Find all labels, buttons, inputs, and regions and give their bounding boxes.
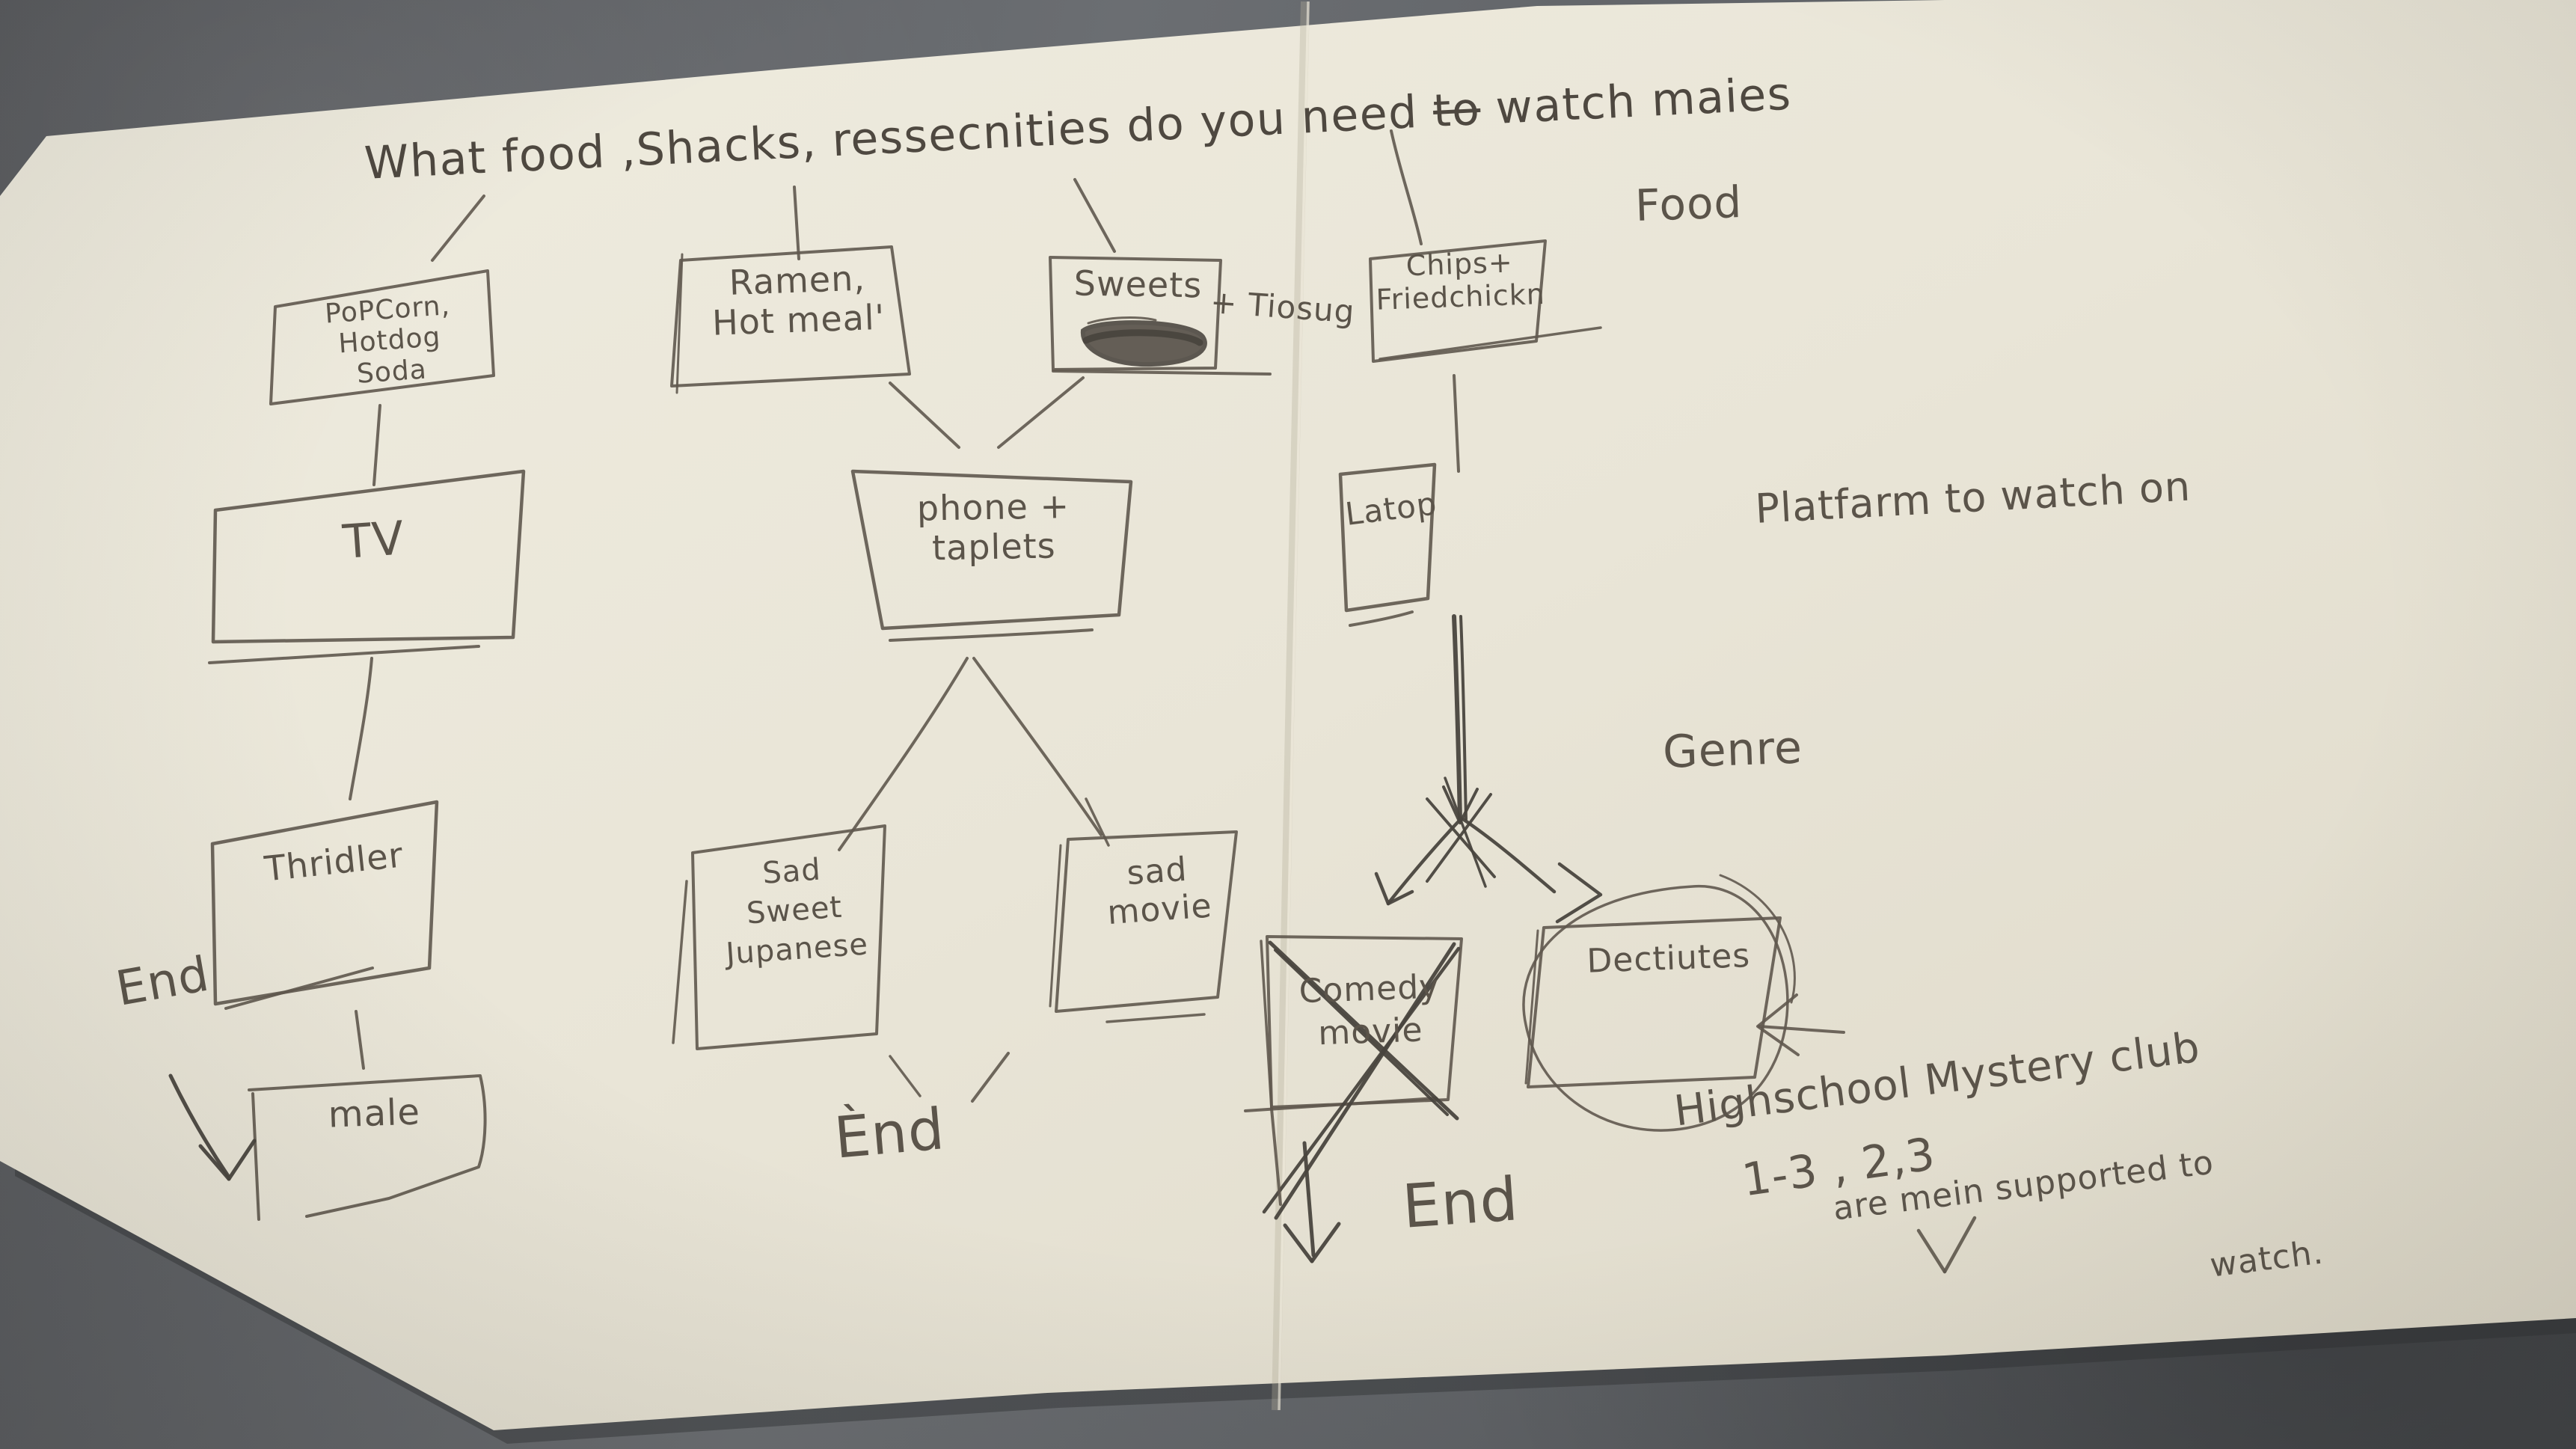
title-post: watch maies (1479, 67, 1794, 135)
title-pre: What food ,Shacks, ressecnities do you n… (363, 85, 1435, 190)
genre-section-label: Genre (1661, 721, 1803, 779)
end-label-right: End (1399, 1164, 1521, 1242)
end-label-middle: Ènd (831, 1095, 948, 1171)
arrows (168, 614, 1977, 1274)
node-outlines (208, 239, 1796, 1221)
node-detectives: Dectiutes (1586, 937, 1751, 981)
node-movie-left: male (327, 1091, 421, 1136)
scribble-redaction (1080, 316, 1207, 367)
node-phone-tablets: phone + taplets (916, 485, 1070, 569)
food-section-label: Food (1634, 177, 1744, 231)
node-sad-movie: sad movie (1105, 850, 1214, 932)
title-struck-word: to (1432, 82, 1482, 138)
node-ramen: Ramen, Hot meal' (711, 257, 886, 343)
node-popcorn: PoPCorn, Hotdog Soda (323, 290, 452, 390)
node-comedy-movie: Comedy movie (1298, 967, 1441, 1053)
node-chips: Chips+ Friedchickn (1375, 245, 1546, 316)
connector-lines (349, 129, 1460, 1103)
node-sad-sweet-japanese: Sad Sweet Jupanese (725, 852, 870, 972)
cross-out-x (1262, 940, 1461, 1220)
node-sweets: Sweets (1073, 263, 1203, 306)
